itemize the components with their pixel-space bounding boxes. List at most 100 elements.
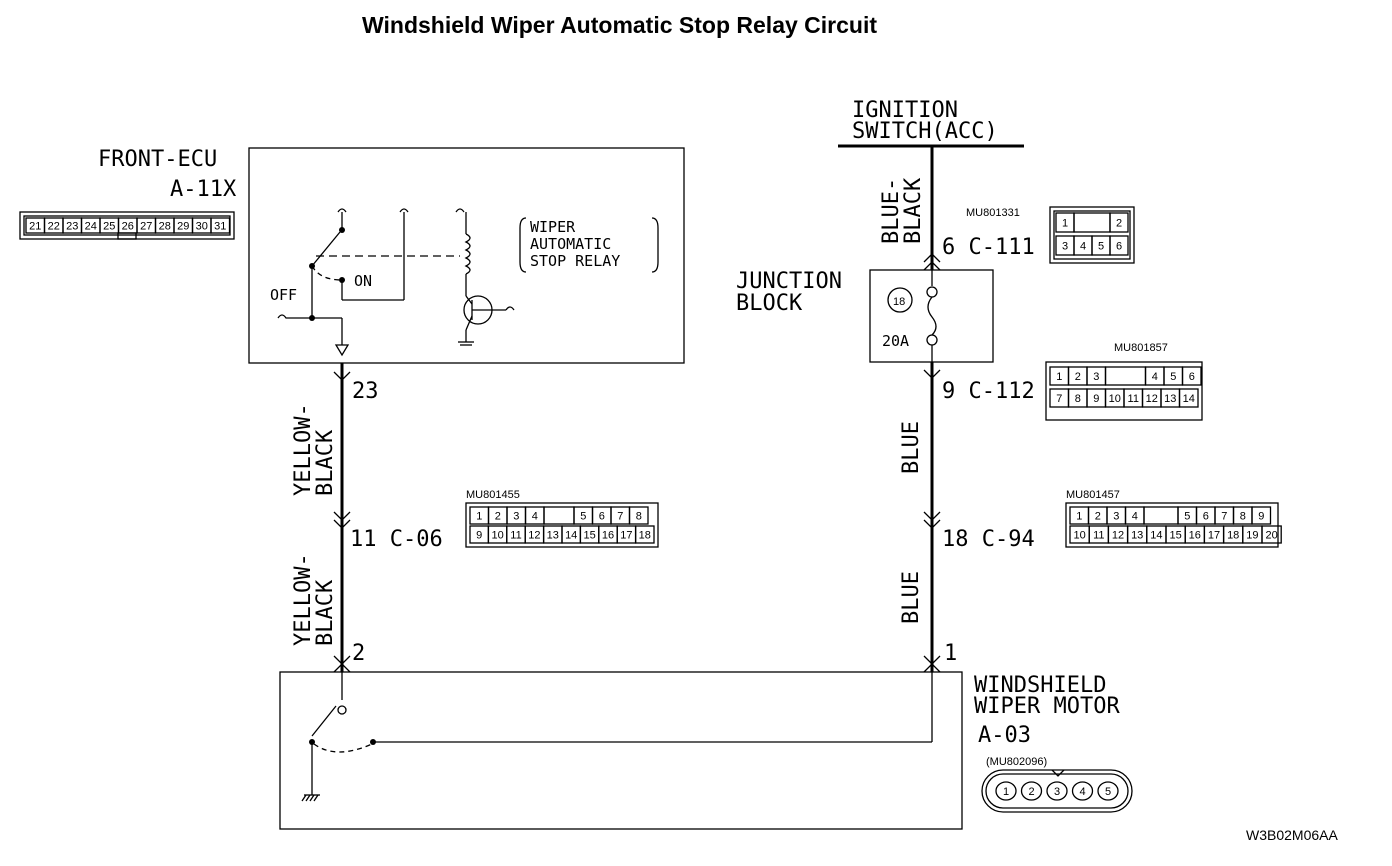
c112-pin-14: 14 xyxy=(1183,393,1195,405)
a03-pin-5-cell xyxy=(1097,781,1119,801)
wire-yellow-black-1a: YELLOW- xyxy=(291,403,316,496)
motor-pin-1: 1 xyxy=(944,641,957,666)
a03-pin-4-cell xyxy=(1071,781,1094,801)
c111-pin-4: 4 xyxy=(1080,241,1086,253)
wire-yellow-black-2b: BLACK xyxy=(313,579,338,646)
c111-pins-key-cell xyxy=(1073,212,1111,233)
c112-pin-4: 4 xyxy=(1152,371,1158,383)
c112-pin-3: 3 xyxy=(1093,371,1099,383)
front-ecu-label: FRONT-ECU xyxy=(98,147,217,172)
c112-pin-10: 10 xyxy=(1109,393,1121,405)
c111-pin-label: 6 C-111 xyxy=(942,235,1035,260)
a11x-pin-29: 29 xyxy=(177,221,189,233)
c94-pin-3: 3 xyxy=(1113,511,1119,523)
c94-pin-2: 2 xyxy=(1095,511,1101,523)
a03-connector: (MU802096) 1 2 3 4 5 xyxy=(981,756,1133,813)
c94-pin-7: 7 xyxy=(1221,511,1227,523)
c06-pin-14: 14 xyxy=(565,530,577,542)
c94-pin-5: 5 xyxy=(1184,511,1190,523)
c94-pins-key-cell xyxy=(1143,506,1179,525)
c112-pin-label: 9 C-112 xyxy=(942,379,1035,404)
c111-part: MU801331 xyxy=(966,207,1020,219)
c06-pin-13: 13 xyxy=(547,530,559,542)
c06-pin-6: 6 xyxy=(599,511,605,523)
wire-blue-black-a: BLUE- xyxy=(879,178,904,244)
a03-pin-2: 2 xyxy=(1028,786,1034,798)
relay-label: WIPER AUTOMATIC STOP RELAY xyxy=(519,217,659,273)
c94-pin-18: 18 xyxy=(1227,530,1239,542)
c94-pin-16: 16 xyxy=(1189,530,1201,542)
c111-pin-2-cell xyxy=(1109,212,1129,233)
yellow-black-wire: 23 11 C-06 2 YELLOW- BLACK YELLOW- BLACK xyxy=(291,363,443,673)
blue-wire: BLUE- BLACK BLUE BLUE 6 C-111 9 C-112 18… xyxy=(879,146,1035,673)
fuse-rating: 20A xyxy=(882,332,909,350)
a03-pin-4: 4 xyxy=(1079,786,1085,798)
junction-block: JUNCTION BLOCK 18 20A xyxy=(736,269,994,363)
switch-off-label: OFF xyxy=(270,286,297,304)
ignition-line-1: IGNITION xyxy=(852,98,958,123)
a11x-pin-22: 22 xyxy=(48,221,60,233)
junction-line-2: BLOCK xyxy=(736,291,803,316)
c94-pin-20-cell xyxy=(1261,525,1282,544)
relay-coil-icon xyxy=(458,212,515,346)
a03-pin-3: 3 xyxy=(1054,786,1060,798)
a03-pin-5: 5 xyxy=(1105,786,1111,798)
front-ecu-connector-label: A-11X xyxy=(170,177,237,202)
c112-pins-key-cell xyxy=(1104,366,1147,386)
a11x-pin-31-cell xyxy=(210,217,231,234)
figure-code: W3B02M06AA xyxy=(1246,827,1338,843)
a11x-pin-25: 25 xyxy=(103,221,115,233)
c94-pin-8: 8 xyxy=(1240,511,1246,523)
a11x-pin-24: 24 xyxy=(85,221,97,233)
c06-pin-15: 15 xyxy=(583,530,595,542)
c112-pin-9: 9 xyxy=(1093,393,1099,405)
c06-pin-18-cell xyxy=(634,525,655,544)
c94-pin-9: 9 xyxy=(1258,511,1264,523)
ignition-switch: IGNITION SWITCH(ACC) xyxy=(838,98,1024,148)
a03-pin-1: 1 xyxy=(1003,786,1009,798)
a03-pin-2-cell xyxy=(1020,781,1043,801)
c112-pin-12: 12 xyxy=(1146,393,1158,405)
a11x-pin-28: 28 xyxy=(159,221,171,233)
junction-line-1: JUNCTION xyxy=(736,269,842,294)
c112-pin-7: 7 xyxy=(1056,393,1062,405)
c112-pin-6: 6 xyxy=(1189,371,1195,383)
a11x-pin-21: 21 xyxy=(29,221,41,233)
c111-pin-5: 5 xyxy=(1098,241,1104,253)
a11x-pin-23: 23 xyxy=(66,221,78,233)
a03-pin-3-cell xyxy=(1046,781,1068,801)
c06-pin-12: 12 xyxy=(528,530,540,542)
relay-label-line-1: WIPER xyxy=(530,218,576,236)
wiper-motor-box xyxy=(279,671,963,830)
wire-yellow-black-1b: BLACK xyxy=(313,429,338,496)
ecu-pin-23: 23 xyxy=(352,379,379,404)
wire-blue-2: BLUE xyxy=(899,571,924,624)
c06-pin-18: 18 xyxy=(639,530,651,542)
motor-switch-icon xyxy=(301,672,933,802)
c06-pin-4: 4 xyxy=(532,511,538,523)
a03-part: (MU802096) xyxy=(986,756,1047,768)
c06-pin-8: 8 xyxy=(636,511,642,523)
c94-pin-12: 12 xyxy=(1112,530,1124,542)
c06-pins-key-cell xyxy=(543,506,575,525)
c94-pin-13: 13 xyxy=(1131,530,1143,542)
c06-pin-5: 5 xyxy=(580,511,586,523)
c94-pin-1: 1 xyxy=(1076,511,1082,523)
ignition-line-2: SWITCH(ACC) xyxy=(852,119,998,144)
c111-pin-6-cell xyxy=(1109,235,1129,256)
c111-pin-2: 2 xyxy=(1116,218,1122,230)
c06-pin-label: 11 C-06 xyxy=(350,527,443,552)
c112-pin-5: 5 xyxy=(1170,371,1176,383)
motor-line-2: WIPER MOTOR xyxy=(974,694,1120,719)
c06-part: MU801455 xyxy=(466,489,520,501)
c111-pin-6: 6 xyxy=(1116,241,1122,253)
c111-pin-3: 3 xyxy=(1062,241,1068,253)
c94-pin-20: 20 xyxy=(1265,530,1277,542)
c06-pin-9: 9 xyxy=(476,530,482,542)
c94-pin-label: 18 C-94 xyxy=(942,527,1035,552)
c94-pin-11: 11 xyxy=(1093,530,1104,542)
